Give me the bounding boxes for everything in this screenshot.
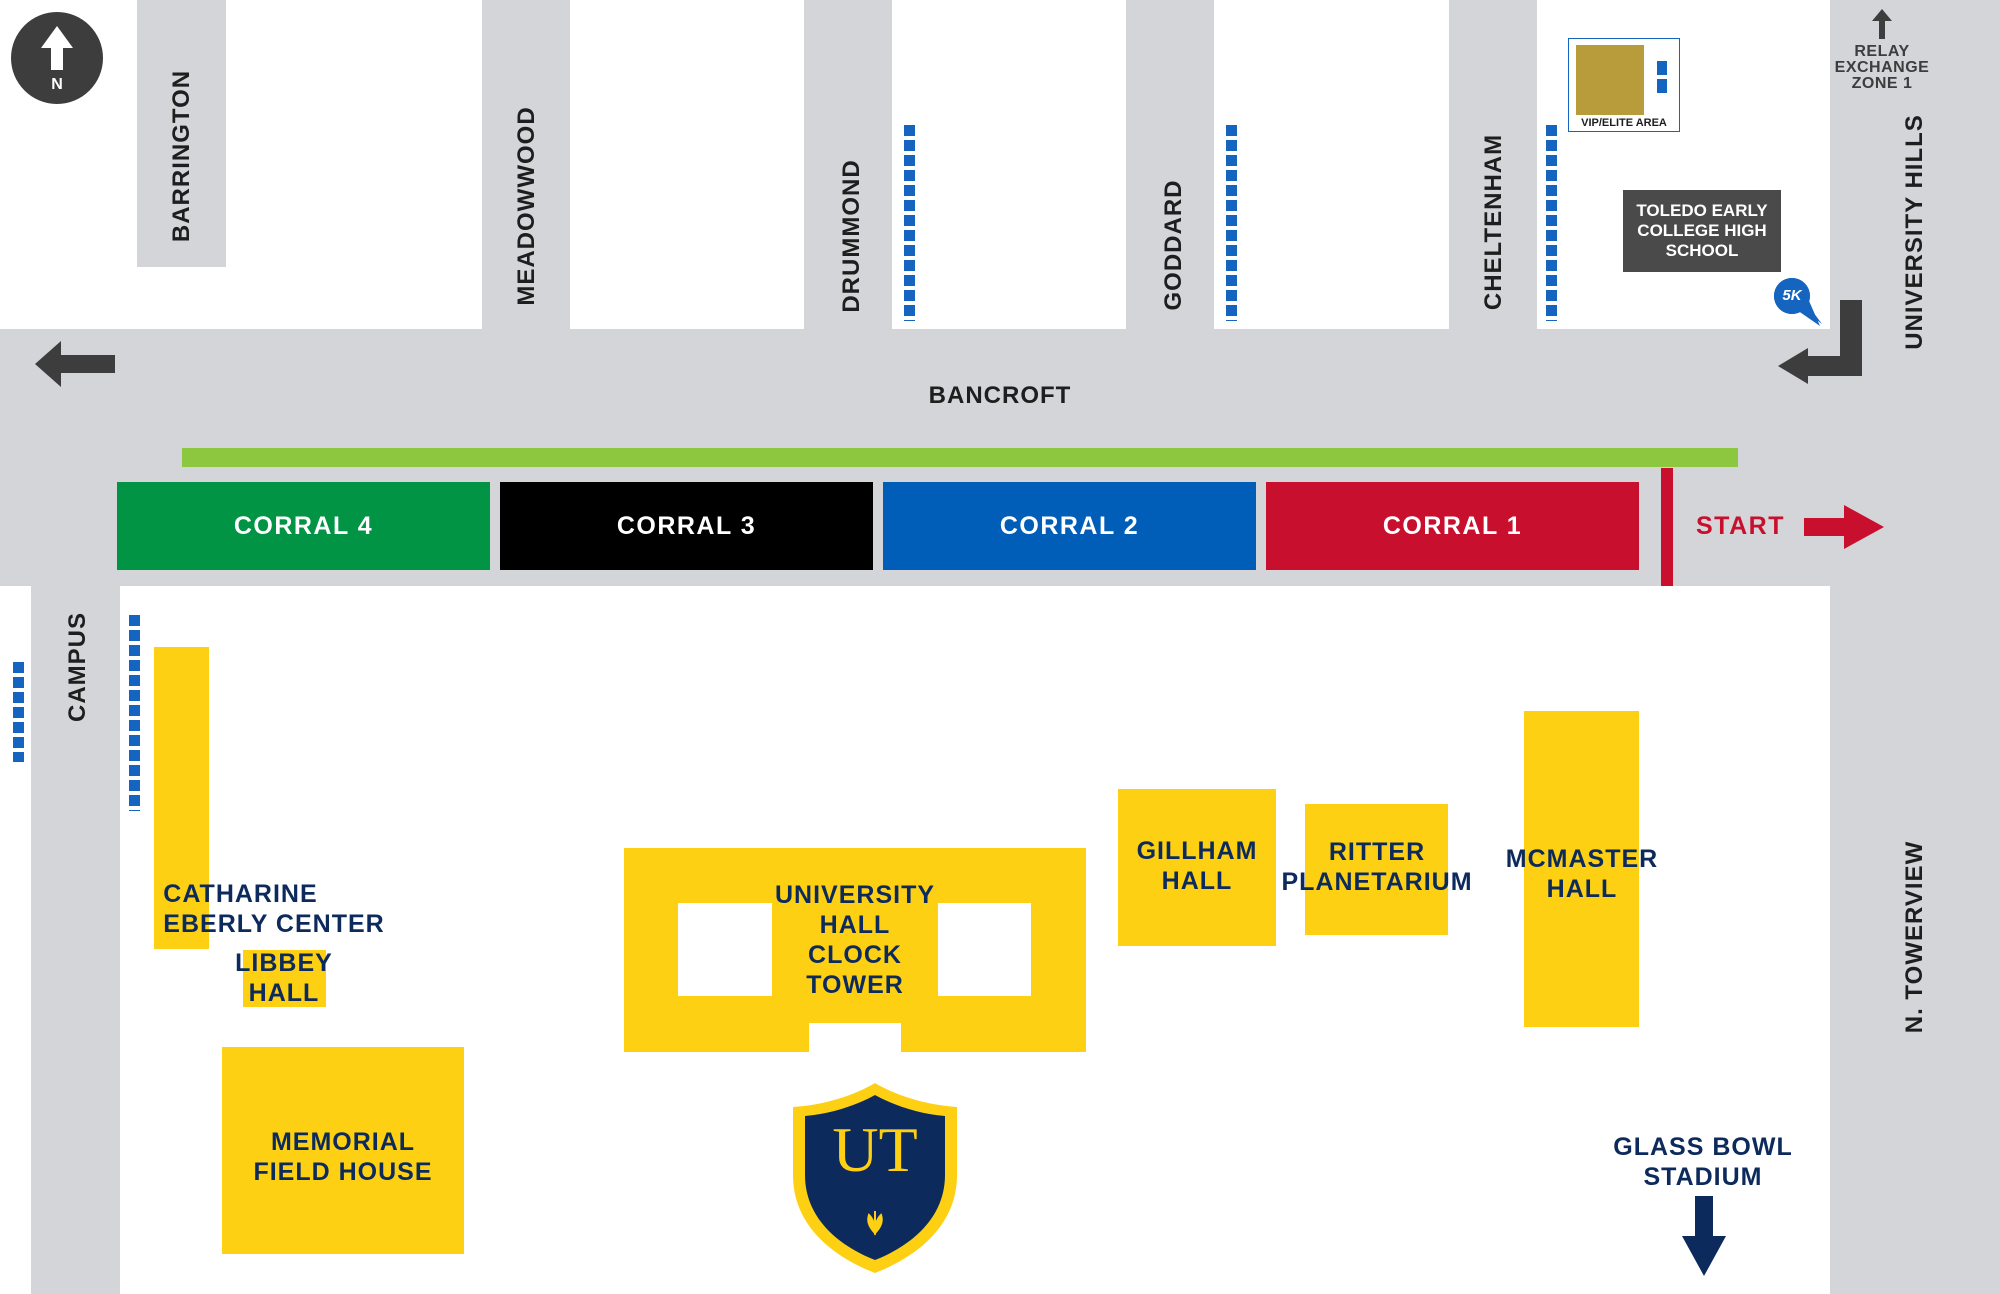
campus-road <box>31 586 120 1294</box>
corral-4: CORRAL 4 <box>117 482 490 570</box>
green-course-line <box>182 448 1738 467</box>
turn-arrow-icon <box>1778 300 1862 384</box>
corral-2-label: CORRAL 2 <box>999 511 1140 540</box>
university-hall-label: UNIVERSITY HALL CLOCK TOWER <box>775 880 935 1000</box>
cheltenham-road <box>1449 0 1537 330</box>
vip-elite-area: VIP/ELITE AREA <box>1568 38 1680 132</box>
gillham-hall-label: GILLHAM HALL <box>1137 836 1258 896</box>
corral-4-label: CORRAL 4 <box>233 511 374 540</box>
libbey-line-1: LIBBEY <box>235 949 333 977</box>
right-arrow-icon <box>1804 505 1884 549</box>
mcmaster-hall-building <box>1524 711 1639 1027</box>
corral-3: CORRAL 3 <box>500 482 873 570</box>
street-label-goddard: GODDARD <box>1160 179 1187 311</box>
libbey-hall-building <box>243 950 326 1007</box>
barrington-road <box>137 0 226 267</box>
vip-area-label: VIP/ELITE AREA <box>1581 117 1667 129</box>
start-label: START <box>1696 512 1785 540</box>
street-label-university-hills: UNIVERSITY HILLS <box>1901 114 1928 350</box>
start-line <box>1661 468 1673 586</box>
corral-3-label: CORRAL 3 <box>616 511 757 540</box>
down-arrow-icon <box>1682 1196 1726 1276</box>
libbey-line-2: HALL <box>248 979 320 1007</box>
ut-logo-text: UT <box>832 1114 918 1185</box>
portable-toilets-campus-west <box>13 662 24 762</box>
street-label-cheltenham: CHELTENHAM <box>1480 133 1507 311</box>
map-pin-icon <box>1774 278 1822 326</box>
vip-tent <box>1576 45 1644 115</box>
school-line-3: SCHOOL <box>1665 241 1739 260</box>
school-line-1: TOLEDO EARLY <box>1636 201 1768 220</box>
meadowwood-road <box>482 0 570 330</box>
portable-toilets-campus-east <box>129 615 140 811</box>
university-hall-line-2: HALL <box>819 911 891 939</box>
portable-toilets-goddard <box>1226 125 1237 321</box>
stadium-line-1: GLASS BOWL <box>1613 1133 1793 1161</box>
goddard-road <box>1126 0 1214 330</box>
vip-portable-toilet <box>1657 61 1667 75</box>
street-label-bancroft: BANCROFT <box>928 382 1072 409</box>
marker-5k-label: 5K <box>1782 287 1802 304</box>
catharine-eberly-label: CATHARINE EBERLY CENTER <box>163 879 384 939</box>
university-hall-line-4: TOWER <box>806 971 904 999</box>
gillham-line-1: GILLHAM <box>1136 837 1258 865</box>
portable-toilets-drummond <box>904 125 915 321</box>
drummond-road <box>804 0 892 330</box>
catharine-line-2: EBERLY CENTER <box>163 910 385 938</box>
university-hall-line-3: CLOCK <box>808 941 902 969</box>
stadium-line-2: STADIUM <box>1643 1163 1763 1191</box>
north-arrow-icon <box>41 26 73 70</box>
street-label-n-towerview: N. TOWERVIEW <box>1901 840 1928 1034</box>
ritter-planetarium-label: RITTER PLANETARIUM <box>1281 837 1472 897</box>
university-hills-road <box>1830 0 2000 1294</box>
street-label-campus: CAMPUS <box>64 611 91 723</box>
ritter-planetarium-building <box>1305 804 1448 935</box>
corral-2: CORRAL 2 <box>883 482 1256 570</box>
ut-shield-logo <box>793 1083 957 1273</box>
university-hall-shape <box>624 848 1086 1052</box>
memorial-line-2: FIELD HOUSE <box>253 1158 433 1186</box>
relay-line-3: ZONE 1 <box>1851 75 1913 92</box>
libbey-hall-label: LIBBEY HALL <box>235 948 333 1008</box>
up-arrow-icon <box>1872 9 1892 39</box>
street-label-meadowwood: MEADOWWOOD <box>513 106 540 306</box>
ritter-line-2: PLANETARIUM <box>1281 868 1473 896</box>
school-line-2: COLLEGE HIGH <box>1637 221 1767 240</box>
left-arrow-icon <box>35 341 115 387</box>
corral-1: CORRAL 1 <box>1266 482 1639 570</box>
relay-line-2: EXCHANGE <box>1834 59 1930 76</box>
relay-exchange-label: RELAY EXCHANGE ZONE 1 <box>1826 44 1938 92</box>
university-hall-line-1: UNIVERSITY <box>774 881 936 909</box>
marker-5k: 5K <box>1774 278 1822 326</box>
relay-line-1: RELAY <box>1854 43 1910 60</box>
catharine-eberly-building <box>154 647 209 949</box>
glass-bowl-stadium-label: GLASS BOWL STADIUM <box>1613 1132 1792 1192</box>
mcmaster-line-1: MCMASTER <box>1505 845 1659 873</box>
compass-label: N <box>51 76 63 93</box>
corral-1-label: CORRAL 1 <box>1382 511 1523 540</box>
mcmaster-hall-label: MCMASTER HALL <box>1506 844 1658 904</box>
memorial-line-1: MEMORIAL <box>270 1128 416 1156</box>
catharine-line-1: CATHARINE <box>163 880 318 908</box>
university-hall-building <box>624 848 1086 1052</box>
portable-toilets-cheltenham <box>1546 125 1557 321</box>
gillham-hall-building <box>1118 789 1276 946</box>
street-label-barrington: BARRINGTON <box>168 69 195 243</box>
school-box: TOLEDO EARLY COLLEGE HIGH SCHOOL <box>1623 190 1781 272</box>
vip-portable-toilet <box>1657 79 1667 93</box>
memorial-field-house-building <box>222 1047 464 1254</box>
street-label-drummond: DRUMMOND <box>838 159 865 313</box>
mcmaster-line-2: HALL <box>1546 875 1618 903</box>
memorial-field-house-label: MEMORIAL FIELD HOUSE <box>253 1127 432 1187</box>
ritter-line-1: RITTER <box>1328 838 1426 866</box>
gillham-line-2: HALL <box>1161 867 1233 895</box>
compass: N <box>11 12 103 104</box>
